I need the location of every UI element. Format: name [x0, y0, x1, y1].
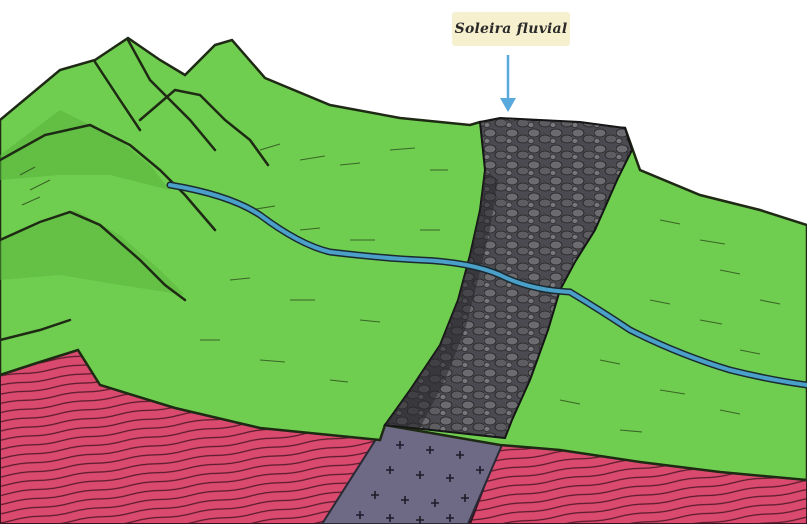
arrow-down-icon — [500, 55, 516, 112]
soleira-fluvial-label: Soleira fluvial — [452, 12, 570, 46]
